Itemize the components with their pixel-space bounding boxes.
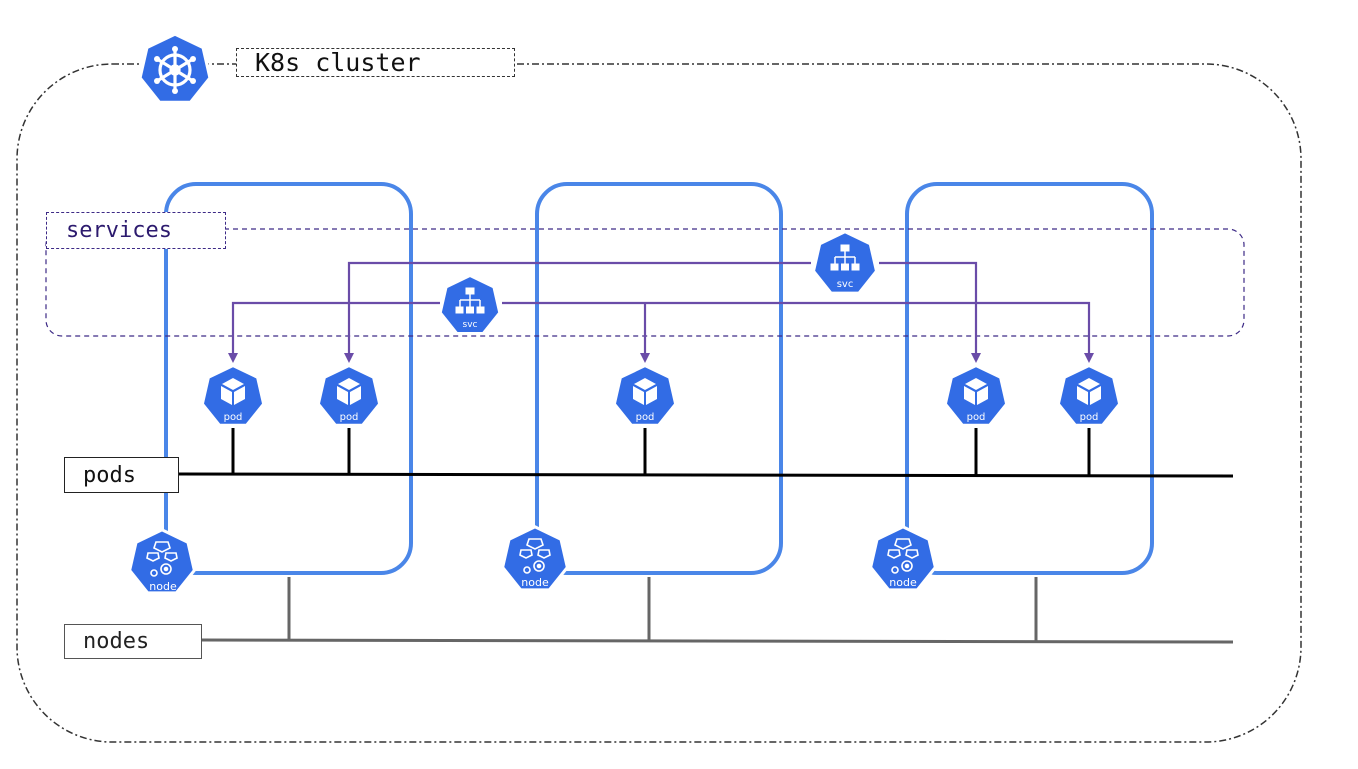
service-2-routes [344,261,981,363]
pod-badge-2[interactable]: pod [316,364,382,427]
svc-label: svc [837,279,854,290]
node-badge-1[interactable]: node [128,528,196,595]
pods-bus [178,472,1234,478]
services-label-text: services [66,218,172,243]
nodes-label: nodes [64,624,202,659]
cube-icon [964,378,988,405]
node-frame-1 [164,182,413,575]
nodes-bus [201,638,1234,644]
service-1-routes [228,301,1094,363]
node-label: node [889,576,917,589]
cube-icon [633,378,657,405]
cluster-boundary [16,63,1302,743]
node-connectors [287,577,1038,642]
cube-icon [1077,378,1101,405]
cube-icon [337,378,361,405]
pod-label: pod [224,412,243,423]
pod-badge-3[interactable]: pod [612,364,678,427]
node-label: node [521,576,549,589]
pod-label: pod [636,412,655,423]
pod-label: pod [967,412,986,423]
pod-label: pod [1080,412,1099,423]
service-2-badge[interactable]: svc [811,230,879,295]
pod-connectors [231,428,1091,476]
cluster-label-text: K8s cluster [255,48,421,77]
node-badge-2[interactable]: node [501,525,569,592]
node-components-icon [887,538,919,574]
cube-icon [221,378,245,405]
pod-badge-5[interactable]: pod [1056,364,1122,427]
pod-badge-1[interactable]: pod [200,364,266,427]
node-badge-3[interactable]: node [869,525,937,592]
service-1-badge[interactable]: svc [438,274,502,335]
cluster-label: K8s cluster [236,48,515,77]
pods-label: pods [64,457,179,493]
node-frame-2 [535,182,783,575]
kubernetes-helm-icon [138,32,212,105]
svc-label: svc [463,320,478,330]
node-components-icon [146,541,178,577]
pod-label: pod [340,412,359,423]
pod-badge-4[interactable]: pod [943,364,1009,427]
hierarchy-icon [830,244,860,271]
pods-label-text: pods [83,462,136,488]
node-label: node [149,580,177,593]
hierarchy-icon [455,287,485,314]
services-label: services [46,212,226,249]
node-components-icon [519,538,551,574]
node-frame-3 [905,182,1154,575]
nodes-label-text: nodes [83,629,150,654]
